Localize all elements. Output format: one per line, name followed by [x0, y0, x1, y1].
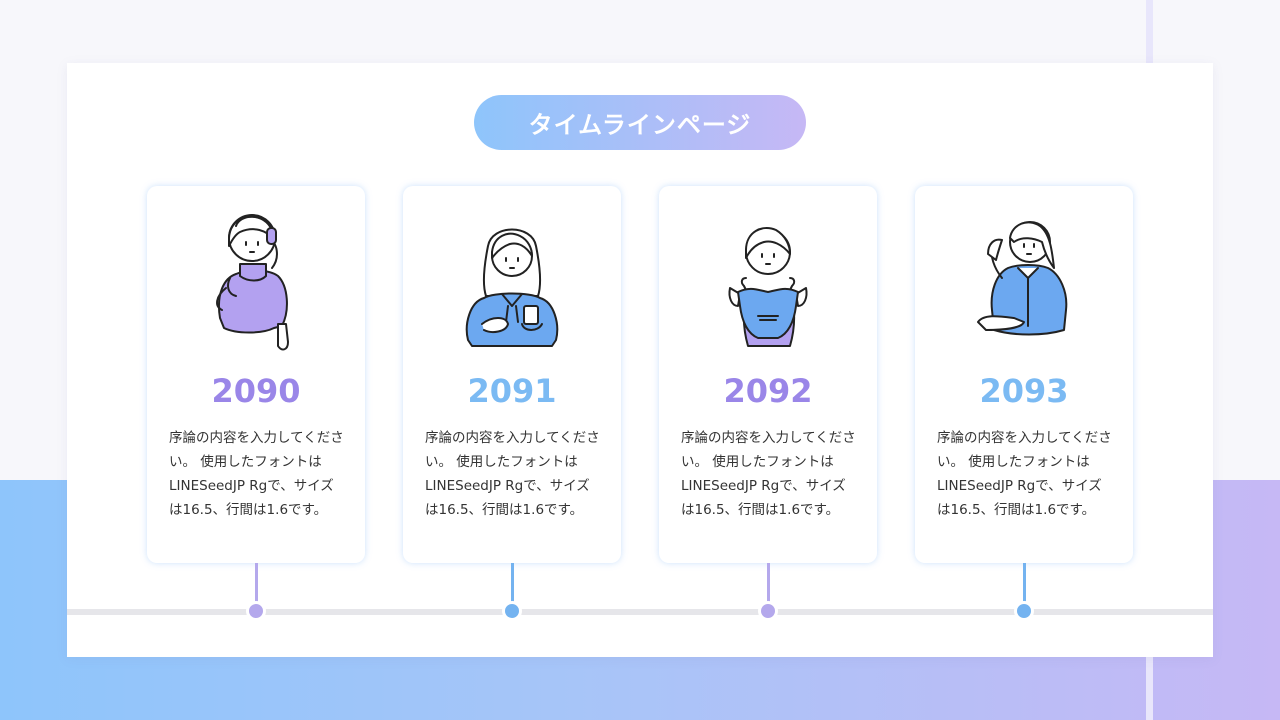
card-year: 2093	[979, 372, 1069, 410]
timeline-card-2091: 2091 序論の内容を入力してください。 使用したフォントはLINESeedJP…	[403, 186, 621, 563]
timeline-connector	[511, 563, 514, 603]
timeline-line	[67, 609, 1213, 615]
girl-holding-shirt-illustration	[728, 227, 808, 347]
timeline-connector	[255, 563, 258, 603]
card-year: 2092	[723, 372, 813, 410]
card-description: 序論の内容を入力してください。 使用したフォントはLINESeedJP Rgで、…	[425, 430, 600, 518]
timeline-card-2092: 2092 序論の内容を入力してください。 使用したフォントはLINESeedJP…	[659, 186, 877, 563]
card-year: 2090	[211, 372, 301, 410]
timeline-dot	[502, 601, 522, 621]
card-description: 序論の内容を入力してください。 使用したフォントはLINESeedJP Rgで、…	[937, 430, 1112, 518]
timeline-dot	[758, 601, 778, 621]
girl-with-cup-illustration	[465, 228, 559, 347]
girl-with-headphones-illustration	[216, 214, 289, 351]
timeline-connector	[1023, 563, 1026, 603]
card-description: 序論の内容を入力してください。 使用したフォントはLINESeedJP Rgで、…	[169, 430, 344, 518]
timeline-dot	[1014, 601, 1034, 621]
card-year: 2091	[467, 372, 557, 410]
timeline-dot	[246, 601, 266, 621]
girl-thinking-illustration	[977, 221, 1068, 336]
timeline-card-2090: 2090 序論の内容を入力してください。 使用したフォントはLINESeedJP…	[147, 186, 365, 563]
page-title: タイムラインページ	[474, 95, 806, 150]
timeline-connector	[767, 563, 770, 603]
card-description: 序論の内容を入力してください。 使用したフォントはLINESeedJP Rgで、…	[681, 430, 856, 518]
slide-panel: タイムラインページ 2090 序論の内容を入力してください。 使用したフォントは	[67, 63, 1213, 657]
timeline-card-2093: 2093 序論の内容を入力してください。 使用したフォントはLINESeedJP…	[915, 186, 1133, 563]
